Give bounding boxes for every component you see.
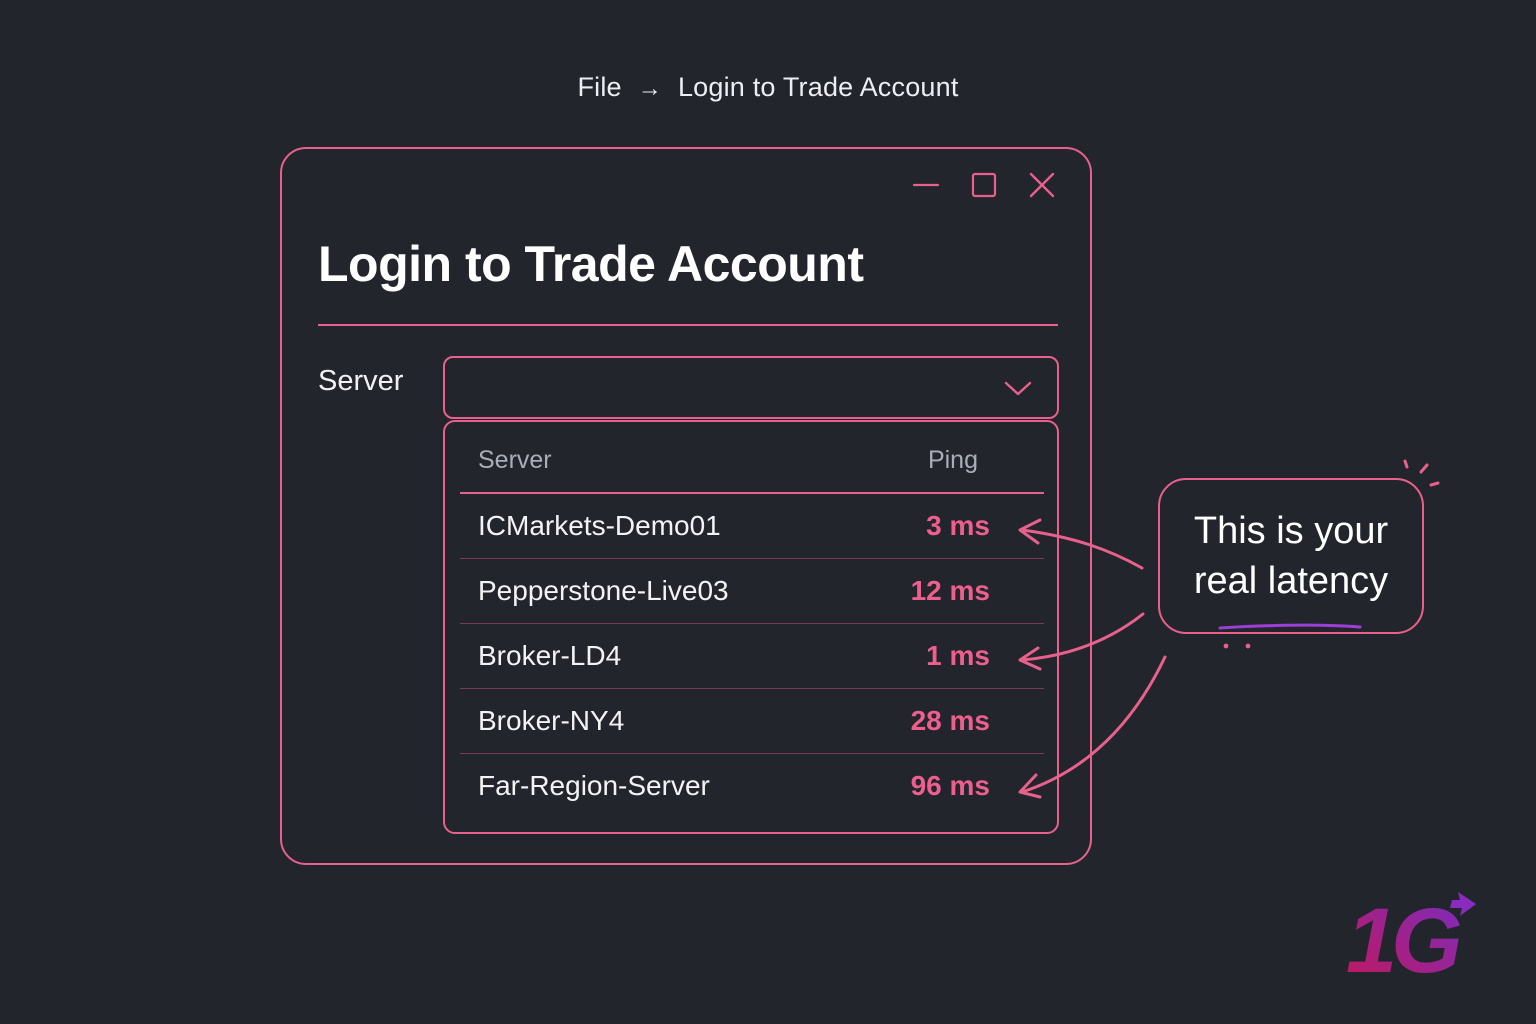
- window-controls: [912, 171, 1056, 199]
- breadcrumb-login-item[interactable]: Login to Trade Account: [677, 72, 959, 102]
- server-option-name: Far-Region-Server: [478, 770, 710, 801]
- breadcrumb-arrow-icon: →: [637, 75, 662, 102]
- server-option[interactable]: ICMarkets-Demo01 3 ms: [460, 494, 1044, 559]
- server-option-ping: 1 ms: [926, 640, 990, 671]
- brand-logo: 1G: [1346, 890, 1476, 982]
- maximize-icon[interactable]: [970, 171, 998, 199]
- column-header-server: Server: [478, 446, 552, 474]
- callout-dot-2: [1245, 643, 1251, 649]
- callout-text: This is your real latency: [1193, 510, 1389, 602]
- server-option[interactable]: Pepperstone-Live03 12 ms: [460, 559, 1044, 624]
- login-dialog: Login to Trade Account Server Server Pin…: [280, 147, 1092, 865]
- server-option[interactable]: Broker-LD4 1 ms: [460, 624, 1044, 689]
- breadcrumb: File → Login to Trade Account: [0, 72, 1536, 103]
- server-option-ping: 12 ms: [910, 575, 990, 606]
- server-option-name: ICMarkets-Demo01: [478, 510, 721, 541]
- title-divider: [318, 324, 1058, 326]
- brand-logo-text: 1G: [1346, 890, 1460, 982]
- breadcrumb-file[interactable]: File: [577, 72, 622, 102]
- dialog-title: Login to Trade Account: [318, 236, 864, 292]
- spark-line-2: [1419, 463, 1429, 474]
- minimize-icon[interactable]: [912, 171, 940, 199]
- close-icon[interactable]: [1028, 171, 1056, 199]
- server-label: Server: [318, 365, 404, 397]
- column-header-ping: Ping: [927, 446, 978, 474]
- chevron-down-icon[interactable]: [1003, 376, 1033, 400]
- server-option[interactable]: Broker-NY4 28 ms: [460, 689, 1044, 754]
- server-option[interactable]: Far-Region-Server 96 ms: [460, 754, 1044, 818]
- server-option-name: Broker-LD4: [478, 640, 622, 671]
- server-option-name: Pepperstone-Live03: [478, 575, 729, 606]
- dropdown-header: Server Ping: [460, 422, 1044, 494]
- spark-line-3: [1429, 481, 1440, 487]
- callout-dot-1: [1223, 643, 1229, 649]
- latency-callout: This is your real latency: [1158, 478, 1424, 634]
- server-option-ping: 28 ms: [910, 705, 990, 736]
- server-option-ping: 96 ms: [910, 770, 990, 801]
- spark-line-1: [1403, 459, 1409, 469]
- brand-logo-arrow: [1450, 892, 1476, 916]
- server-option-ping: 3 ms: [926, 510, 990, 541]
- server-dropdown-list: Server Ping ICMarkets-Demo01 3 ms Pepper…: [443, 420, 1059, 834]
- server-select[interactable]: [443, 356, 1059, 419]
- dropdown-rows: ICMarkets-Demo01 3 ms Pepperstone-Live03…: [460, 494, 1044, 818]
- server-option-name: Broker-NY4: [478, 705, 625, 736]
